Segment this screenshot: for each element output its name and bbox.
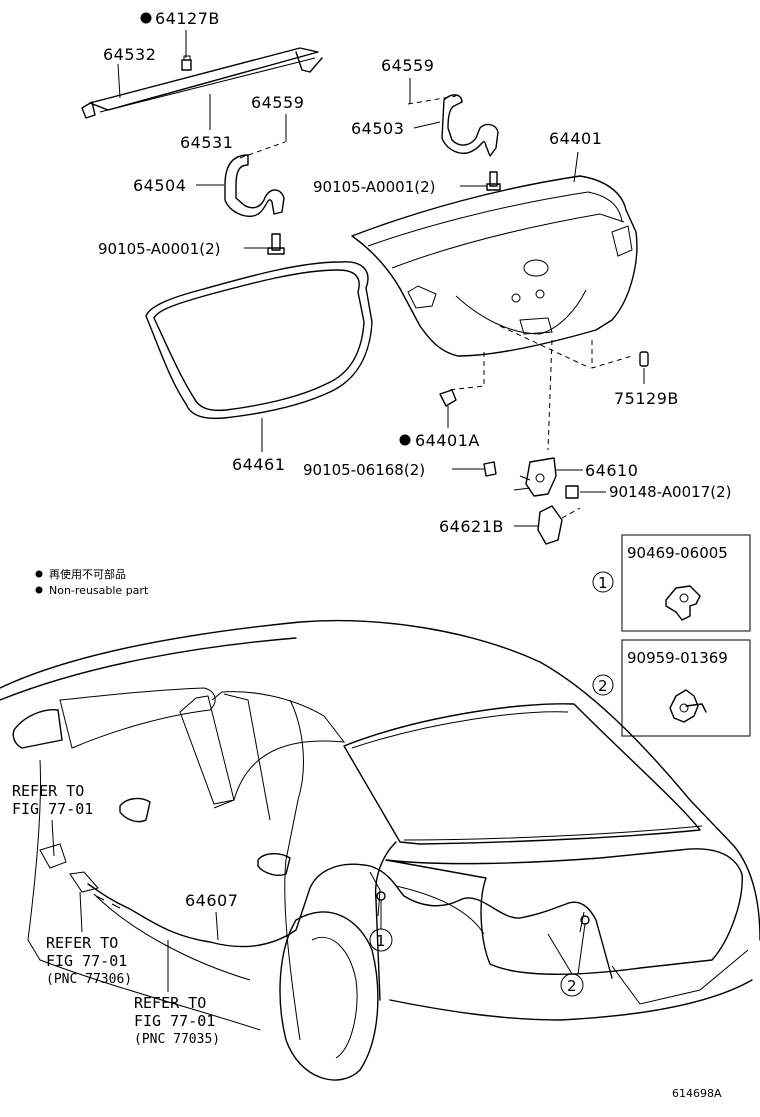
- non-reusable-dot: [399, 434, 411, 446]
- ref2-line2: FIG 77-01: [46, 952, 127, 970]
- part-64559-left: 64559: [251, 93, 304, 142]
- clip-box-2-marker: 2: [598, 677, 608, 695]
- part-90148-A0017: 90148-A0017(2): [580, 483, 731, 501]
- legend: 再使用不可部品 Non-reusable part: [35, 567, 149, 597]
- label-75129B: 75129B: [614, 389, 679, 408]
- part-90105-06168: 90105-06168(2): [303, 461, 484, 479]
- reference-3: REFER TO FIG 77-01 (PNC 77035): [134, 940, 220, 1047]
- label-64504: 64504: [133, 176, 186, 195]
- part-64607: 64607: [185, 891, 238, 941]
- label-64559-right: 64559: [381, 56, 434, 75]
- clip-box-1: 1 90469-06005: [592, 534, 751, 632]
- clip-box-1-marker: 1: [598, 574, 608, 592]
- part-64610: 64610: [556, 461, 638, 480]
- ref3-line2: FIG 77-01: [134, 1012, 215, 1030]
- part-64531: 64531: [180, 94, 233, 152]
- ref2-line1: REFER TO: [46, 934, 118, 952]
- ref2-line3: (PNC 77306): [46, 972, 132, 987]
- ref1-line2: FIG 77-01: [12, 800, 93, 818]
- reference-2: REFER TO FIG 77-01 (PNC 77306): [46, 891, 132, 987]
- label-64559-left: 64559: [251, 93, 304, 112]
- part-64461: 64461: [232, 418, 285, 474]
- label-64401A: 64401A: [415, 431, 480, 450]
- label-90105-A0001-left: 90105-A0001(2): [98, 240, 220, 258]
- trunk-lid-drawing: [351, 175, 638, 357]
- part-64127B: 64127B: [140, 9, 220, 58]
- part-64532: 64532: [103, 45, 156, 99]
- weatherstrip-drawing: [145, 261, 373, 420]
- legend-en: Non-reusable part: [49, 584, 149, 597]
- label-64621B: 64621B: [439, 517, 504, 536]
- ref3-line3: (PNC 77035): [134, 1032, 220, 1047]
- part-64621B: 64621B: [439, 505, 581, 545]
- label-64401: 64401: [549, 129, 602, 148]
- wire-harness-drawing: [87, 863, 613, 981]
- callout-2: 2: [547, 923, 586, 997]
- clip-box-2: 2 90959-01369: [592, 639, 751, 737]
- reference-1: REFER TO FIG 77-01: [12, 782, 93, 857]
- part-64401: 64401: [549, 129, 602, 183]
- label-64531: 64531: [180, 133, 233, 152]
- label-64610: 64610: [585, 461, 638, 480]
- illustration-id: 614698A: [672, 1087, 722, 1100]
- label-64461: 64461: [232, 455, 285, 474]
- label-64532: 64532: [103, 45, 156, 64]
- callout-1: 1: [369, 900, 393, 952]
- part-64503: 64503: [351, 119, 441, 138]
- legend-jp: 再使用不可部品: [49, 567, 126, 581]
- non-reusable-dot: [140, 12, 152, 24]
- right-hinge-drawing: [407, 94, 501, 191]
- lock-assembly-drawing: [483, 457, 579, 499]
- legend-dot: [35, 570, 43, 578]
- legend-dot: [35, 586, 43, 594]
- spoiler-rail-drawing: [81, 47, 323, 119]
- callout-2-label: 2: [567, 977, 577, 995]
- clip-box-2-part: 90959-01369: [627, 649, 728, 667]
- part-75129B: 75129B: [614, 351, 679, 408]
- assembly-dash-lines: [447, 325, 633, 451]
- label-64607: 64607: [185, 891, 238, 910]
- label-90148-A0017: 90148-A0017(2): [609, 483, 731, 501]
- car-body-drawing: [0, 619, 760, 1081]
- part-90105-A0001-left: 90105-A0001(2): [98, 240, 268, 258]
- callout-1-label: 1: [376, 932, 386, 950]
- label-90105-06168: 90105-06168(2): [303, 461, 425, 479]
- part-64559-right: 64559: [381, 56, 434, 104]
- ref1-line1: REFER TO: [12, 782, 84, 800]
- label-64127B: 64127B: [155, 9, 220, 28]
- part-64504: 64504: [133, 176, 224, 195]
- label-90105-A0001-right: 90105-A0001(2): [313, 178, 435, 196]
- ref3-line1: REFER TO: [134, 994, 206, 1012]
- label-64503: 64503: [351, 119, 404, 138]
- clip-box-1-part: 90469-06005: [627, 544, 728, 562]
- part-64401A: 64401A: [399, 389, 480, 450]
- left-hinge-drawing: [224, 141, 286, 255]
- part-90105-A0001-right: 90105-A0001(2): [313, 178, 487, 196]
